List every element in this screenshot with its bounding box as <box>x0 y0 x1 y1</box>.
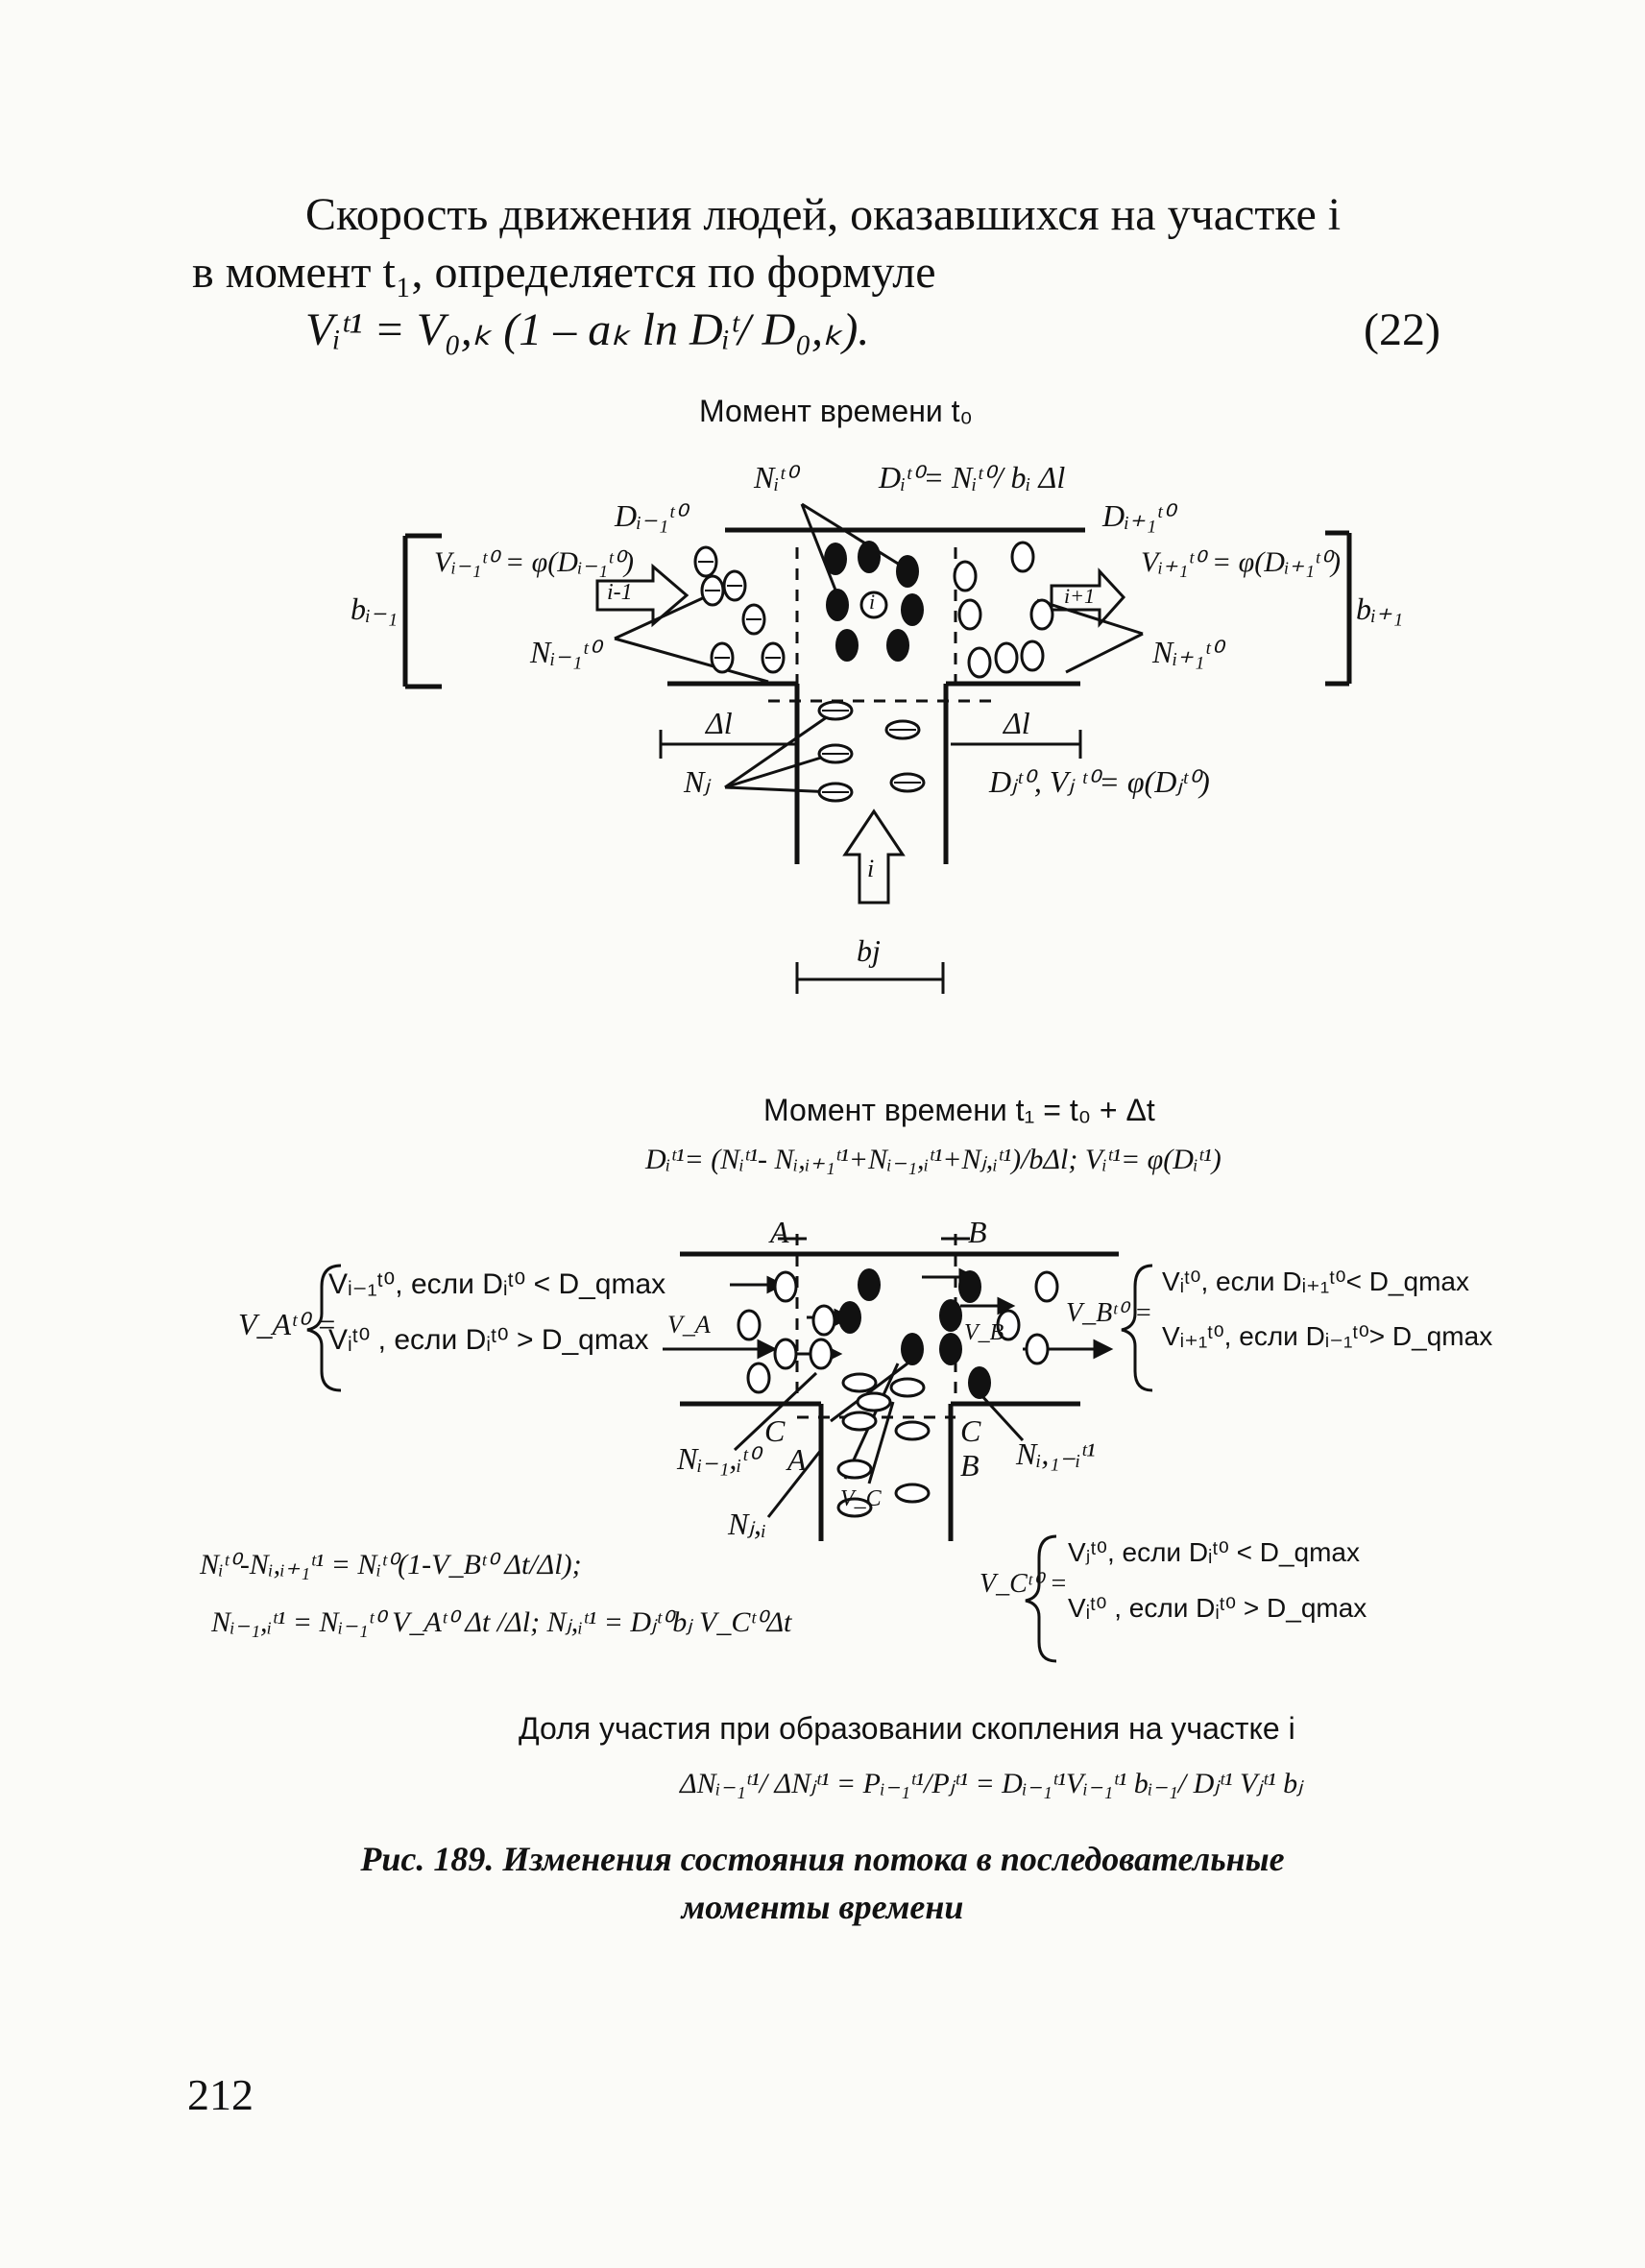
top-figure-title: Момент времени t₀ <box>699 394 973 428</box>
label-delta-l-right: Δl <box>1004 706 1030 740</box>
label-b-bottom: B <box>960 1448 980 1483</box>
share-title: Доля участия при образовании скопления н… <box>519 1711 1295 1746</box>
paragraph-line-2: в момент t₁, определяется по формуле <box>192 247 936 298</box>
formula-number: (22) <box>1364 304 1440 355</box>
bottom-figure-title: Момент времени t₁ = t₀ + Δt <box>763 1093 1155 1127</box>
label-b-top: B <box>968 1215 987 1249</box>
label-b-prev: bᵢ₋₁ <box>351 591 399 626</box>
va-case-1: Vᵢ₋₁ᵗ⁰, если Dᵢᵗ⁰ < D_qmax <box>328 1268 666 1300</box>
equation-1: Nᵢᵗ⁰-Nᵢ,ᵢ₊₁ᵗ¹ = Nᵢᵗ⁰(1-V_Bᵗ⁰ Δt/Δl); <box>200 1549 582 1580</box>
label-v-next: Vᵢ₊₁ᵗ⁰ = φ(Dᵢ₊₁ᵗ⁰) <box>1141 546 1341 578</box>
formula-22: Vᵢᵗ¹ = V₀,ₖ (1 – aₖ ln Dᵢᵗ/ D₀,ₖ). <box>305 304 870 355</box>
equation-2: Nᵢ₋₁,ᵢᵗ¹ = Nᵢ₋₁ᵗ⁰ V_Aᵗ⁰ Δt /Δl; Nⱼ,ᵢᵗ¹ =… <box>211 1606 792 1638</box>
label-va: V_A <box>667 1311 711 1339</box>
label-n-next: Nᵢ₊₁ᵗ⁰ <box>1152 635 1222 669</box>
paragraph-line-1: Скорость движения людей, оказавшихся на … <box>305 189 1342 240</box>
label-c-right: C <box>960 1413 981 1448</box>
label-c-left: C <box>764 1413 786 1448</box>
label-d-i-formula: Dᵢᵗ⁰= Nᵢᵗ⁰/ bᵢ Δl <box>879 460 1066 495</box>
label-n-prev-i: Nᵢ₋₁,ᵢᵗ⁰ <box>677 1441 760 1476</box>
label-n-prev: Nᵢ₋₁ᵗ⁰ <box>530 635 600 669</box>
label-delta-l-left: Δl <box>706 706 733 740</box>
page-number: 212 <box>187 2070 254 2119</box>
arrow-label-next: i+1 <box>1064 584 1095 608</box>
label-b-next: bᵢ₊₁ <box>1356 591 1404 626</box>
vb-case-2: Vᵢ₊₁ᵗ⁰, если Dᵢ₋₁ᵗ⁰> D_qmax <box>1162 1321 1493 1351</box>
arrow-label-prev: i-1 <box>607 580 633 605</box>
label-d-prev: Dᵢ₋₁ᵗ⁰ <box>615 498 687 533</box>
label-vb: V_B <box>964 1320 1004 1345</box>
label-a-top: A <box>770 1215 789 1249</box>
figure-caption-line-1: Рис. 189. Изменения состояния потока в п… <box>360 1840 1285 1878</box>
label-n-j-i: Nⱼ,ᵢ <box>728 1507 766 1541</box>
label-d-j: Dⱼᵗ⁰, Vⱼ ᵗ⁰= φ(Dⱼᵗ⁰) <box>989 764 1210 799</box>
vc-case-2: Vᵢᵗ⁰ , если Dᵢᵗ⁰ > D_qmax <box>1068 1593 1367 1623</box>
vb-case-1: Vᵢᵗ⁰, если Dᵢ₊₁ᵗ⁰< D_qmax <box>1162 1267 1469 1296</box>
arrow-label-up: i <box>867 855 875 882</box>
label-a-bottom: A <box>787 1442 807 1477</box>
label-n-j: Nⱼ <box>684 764 710 799</box>
bottom-d-formula: Dᵢᵗ¹= (Nᵢᵗ¹- Nᵢ,ᵢ₊₁ᵗ¹+Nᵢ₋₁,ᵢᵗ¹+Nⱼ,ᵢᵗ¹)/b… <box>645 1144 1222 1175</box>
label-n-i: Nᵢᵗ⁰ <box>754 460 797 495</box>
label-vc: V_C <box>840 1486 882 1511</box>
label-n-i-next: Nᵢ,₁₋ᵢᵗ¹ <box>1016 1436 1096 1471</box>
label-d-next: Dᵢ₊₁ᵗ⁰ <box>1102 498 1174 533</box>
vc-case-1: Vⱼᵗ⁰, если Dᵢᵗ⁰ < D_qmax <box>1068 1537 1361 1567</box>
vb-lhs: V_Bᵗ⁰ = <box>1066 1298 1153 1328</box>
vc-lhs: V_Cᵗ⁰ = <box>980 1569 1068 1599</box>
va-lhs: V_Aᵗ⁰ = <box>238 1307 337 1341</box>
circle-label-i: i <box>869 590 876 614</box>
share-formula: ΔNᵢ₋₁ᵗ¹/ ΔNⱼᵗ¹ = Pᵢ₋₁ᵗ¹/Pⱼᵗ¹ = Dᵢ₋₁ᵗ¹Vᵢ₋… <box>680 1768 1303 1799</box>
figure-caption-line-2: моменты времени <box>681 1888 964 1926</box>
label-v-prev: Vᵢ₋₁ᵗ⁰ = φ(Dᵢ₋₁ᵗ⁰) <box>434 546 634 578</box>
va-case-2: Vᵢᵗ⁰ , если Dᵢᵗ⁰ > D_qmax <box>328 1324 649 1356</box>
label-bj: bj <box>857 933 881 968</box>
